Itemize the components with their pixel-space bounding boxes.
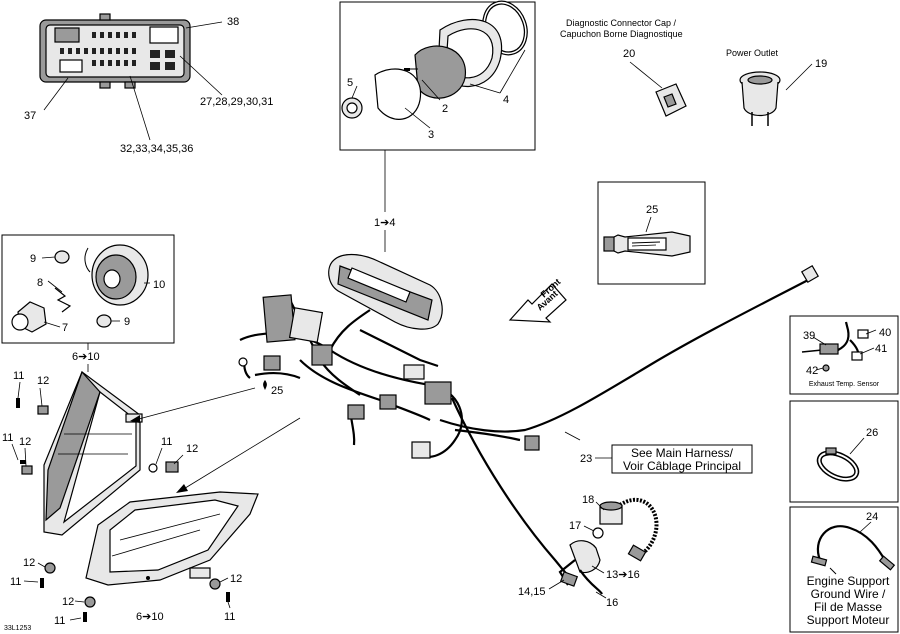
ground-wire-frame [789,506,899,633]
callout-41: 41 [875,343,887,355]
instrument-cluster [328,253,443,330]
callout-11-e: 11 [54,615,65,627]
callout-23: 23 [580,453,592,465]
callout-25-drop: 25 [271,385,283,397]
exhaust-sensor-frame [789,315,899,395]
ground-wire [810,525,896,575]
diagram-code: 33L1253 [4,625,31,632]
ground-wire-leader [859,521,872,533]
diagnostic-cap [655,83,687,117]
callout-4: 4 [503,94,509,106]
harness-leader-a [564,431,581,441]
callout-11-f: 11 [224,611,235,623]
power-outlet-leader [785,63,813,91]
callout-2: 2 [442,103,448,115]
headlight-fasteners [16,398,230,622]
callout-14-15: 14,15 [518,586,546,598]
callout-24: 24 [866,511,878,523]
diag-cap-leader [629,61,663,89]
callout-19: 19 [815,58,827,70]
callout-26: 26 [866,427,878,439]
diag-cap-label-fr: Capuchon Borne Diagnostique [560,29,683,39]
callout-6-10-bottom: 6➔10 [136,611,164,623]
callout-16: 16 [606,597,618,609]
callout-6-10-top: 6➔10 [72,351,100,363]
callout-1-4: 1➔4 [374,217,395,229]
callout-12-b: 12 [19,436,31,448]
callout-13-16: 13➔16 [606,569,640,581]
front-arrow: Front Avant [508,277,567,323]
callout-11-c: 11 [161,436,172,448]
callout-27-31: 27,28,29,30,31 [200,96,273,108]
clamp-frame [789,400,899,503]
callout-39: 39 [803,330,815,342]
callout-3: 3 [428,129,434,141]
diag-cap-label-en: Diagnostic Connector Cap / [566,18,677,28]
callout-7: 7 [62,322,68,334]
hose-clamp [816,447,860,482]
callout-42: 42 [806,365,818,377]
power-outlet [739,71,781,126]
exhaust-sensor-leaders [812,329,877,371]
callout-12-d: 12 [23,557,35,569]
tether-leaders [548,501,607,599]
see-main-harness-box [611,444,753,474]
callout-12-a: 12 [37,375,49,387]
headlight-fastener-leaders [11,381,231,621]
callout-40: 40 [879,327,891,339]
callout-25: 25 [646,204,658,216]
callout-8: 8 [37,277,43,289]
see-main-harness-en: See Main Harness/ [631,446,734,460]
exhaust-temp-sensor [801,321,869,372]
sealant-tube [603,231,691,257]
callout-5: 5 [347,77,353,89]
ground-wire-label-4: Support Moteur [807,613,890,627]
ground-wire-label-3: Fil de Masse [814,600,882,614]
callout-11-d: 11 [10,576,21,588]
callout-20: 20 [623,48,635,60]
main-harness [238,264,820,580]
callout-12-e: 12 [62,596,74,608]
clamp-leader [849,437,865,455]
headlight-pointer-arrows [130,387,301,493]
callout-11-a: 11 [13,370,24,382]
sealant-frame [597,181,706,285]
fuse-box-leaders [43,21,223,141]
lower-headlight [85,491,259,586]
headlight-bulb-leaders [41,256,150,328]
callout-17: 17 [569,520,581,532]
callout-9-bottom: 9 [124,316,130,328]
ground-wire-label-1: Engine Support [807,574,890,588]
sealant-drop-marker [263,380,267,390]
ground-wire-label-2: Ground Wire / [811,587,886,601]
callout-11-b: 11 [2,432,13,444]
power-outlet-label: Power Outlet [726,48,779,58]
gauge-leaders [351,49,526,129]
callout-10: 10 [153,279,165,291]
see-main-harness-fr: Voir Câblage Principal [623,459,741,473]
upper-headlight [43,370,143,536]
sealant-leader [645,216,652,233]
callout-9-top: 9 [30,253,36,265]
callout-38: 38 [227,16,239,28]
callout-12-c: 12 [186,443,198,455]
gauge-cluster-parts [341,0,528,120]
callout-32-36: 32,33,34,35,36 [120,143,193,155]
callout-18: 18 [582,494,594,506]
fuse-box [39,13,191,89]
callout-37: 37 [24,110,36,122]
exhaust-sensor-label: Exhaust Temp. Sensor [809,381,880,388]
callout-12-f: 12 [230,573,242,585]
tether-cord [558,497,659,595]
